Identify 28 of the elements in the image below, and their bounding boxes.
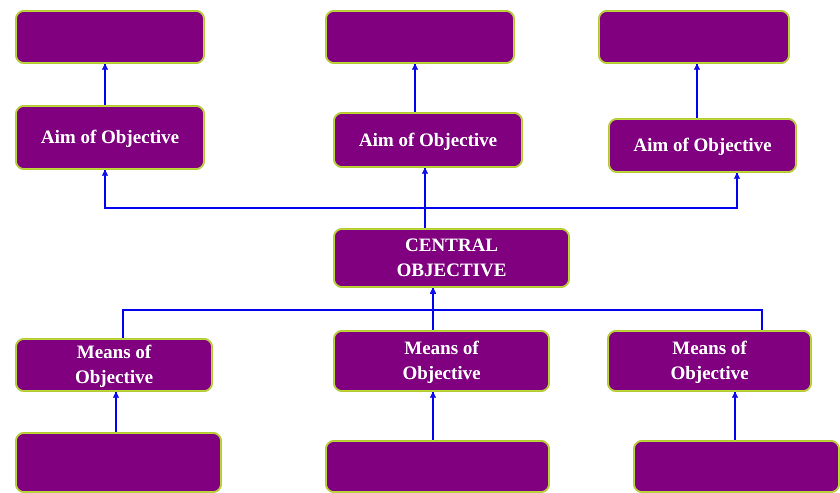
- empty-box: [598, 10, 790, 64]
- box-label: Means of Objective: [401, 337, 482, 386]
- objective-box: [333, 112, 523, 168]
- empty-box: [633, 440, 840, 493]
- arrow: [694, 63, 700, 118]
- arrow: [112, 391, 120, 432]
- arrow: [430, 391, 436, 440]
- empty-box: [325, 440, 550, 493]
- objective-box: [333, 228, 570, 288]
- objective-box: [607, 330, 812, 392]
- box-label: Aim of Objective: [40, 126, 180, 150]
- objective-box: [608, 118, 797, 173]
- empty-box: [15, 432, 222, 493]
- box-label: Means of Objective: [74, 341, 154, 390]
- arrow: [102, 63, 108, 105]
- empty-box: [325, 10, 515, 64]
- box-label: Aim of Objective: [632, 134, 773, 158]
- box-label: CENTRAL OBJECTIVE: [396, 234, 508, 283]
- objective-box: [333, 330, 550, 392]
- arrow: [430, 287, 763, 330]
- arrow: [412, 63, 418, 112]
- objective-box: [15, 105, 205, 170]
- objective-box: [15, 338, 213, 392]
- arrow: [424, 172, 740, 228]
- arrow: [732, 391, 738, 440]
- box-label: Means of Objective: [669, 337, 750, 386]
- box-label: Aim of Objective: [358, 128, 498, 152]
- empty-box: [15, 10, 205, 64]
